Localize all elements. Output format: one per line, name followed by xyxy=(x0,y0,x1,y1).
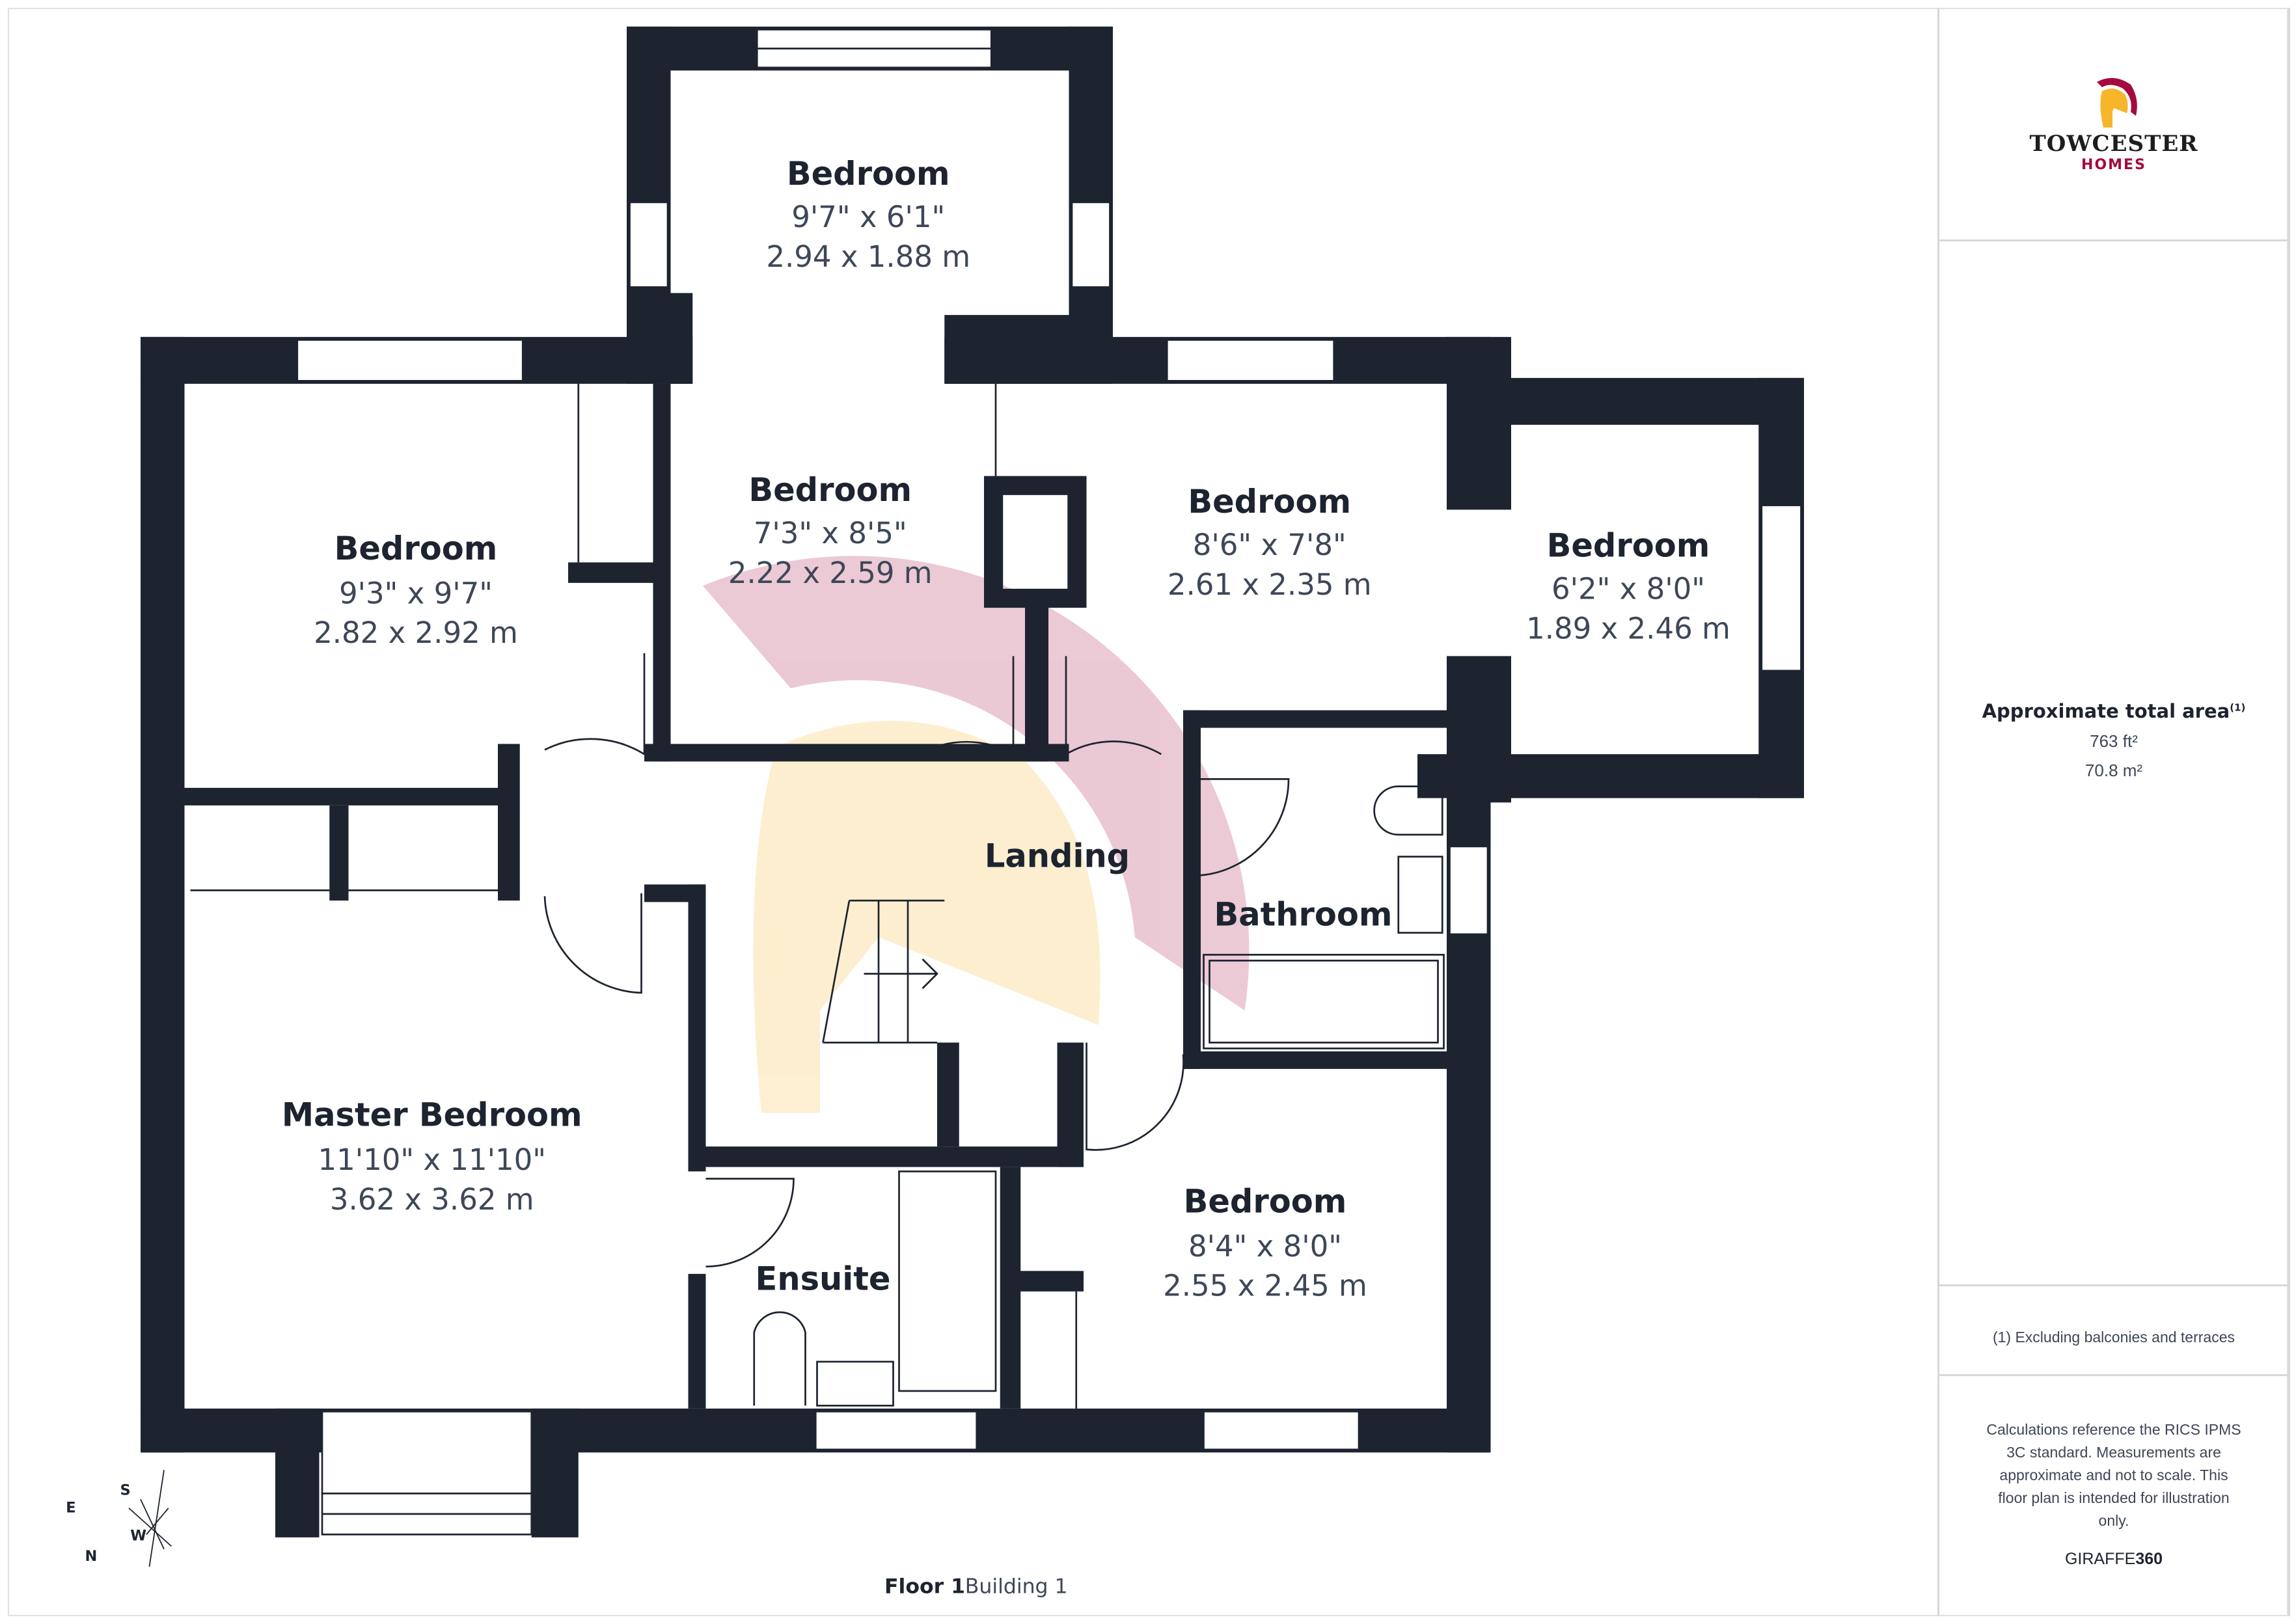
room-dim-imperial: 7'3" x 8'5" xyxy=(754,516,907,550)
room-dim-metric: 2.61 x 2.35 m xyxy=(1168,567,1372,602)
room-dim-metric: 2.82 x 2.92 m xyxy=(314,616,518,650)
compass-w: W xyxy=(130,1527,146,1544)
area-footnote-mark: (1) xyxy=(2230,701,2246,714)
provider-suffix: 360 xyxy=(2135,1550,2163,1568)
room-labels: Bedroom 9'7" x 6'1" 2.94 x 1.88 m Bedroo… xyxy=(282,155,1730,1303)
divider xyxy=(1939,1374,2288,1376)
area-imperial: 763 ft² xyxy=(2090,731,2138,751)
room-dim-imperial: 11'10" x 11'10" xyxy=(318,1143,546,1177)
compass-s: S xyxy=(120,1482,131,1499)
page-frame xyxy=(8,8,2288,1616)
compass-n: N xyxy=(85,1548,98,1565)
room-dim-imperial: 9'7" x 6'1" xyxy=(791,200,945,234)
divider xyxy=(1939,1284,2288,1286)
floor-label: Floor 1 xyxy=(884,1575,965,1598)
room-name: Bathroom xyxy=(1214,895,1392,933)
windows xyxy=(296,29,1802,1536)
room-name: Bedroom xyxy=(787,155,950,193)
compass-icon: S E W N xyxy=(66,1470,172,1567)
room-name: Bedroom xyxy=(748,471,912,509)
room-dim-imperial: 8'6" x 7'8" xyxy=(1193,528,1346,562)
room-dim-metric: 2.55 x 2.45 m xyxy=(1163,1269,1367,1303)
room-dim-imperial: 6'2" x 8'0" xyxy=(1551,572,1705,606)
disclaimer: Calculations reference the RICS IPMS 3C … xyxy=(1986,1421,2241,1529)
room-name: Bedroom xyxy=(1547,526,1710,564)
divider xyxy=(1939,239,2288,241)
footnote: (1) Excluding balconies and terraces xyxy=(1992,1329,2235,1346)
room-name: Landing xyxy=(985,837,1130,874)
room-dim-metric: 1.89 x 2.46 m xyxy=(1526,611,1730,645)
brand-name: TOWCESTER xyxy=(2029,131,2198,157)
provider-name: GIRAFFE xyxy=(2064,1550,2136,1568)
compass-e: E xyxy=(66,1500,75,1517)
room-name: Bedroom xyxy=(335,530,498,567)
room-dim-imperial: 8'4" x 8'0" xyxy=(1188,1229,1342,1264)
room-name: Ensuite xyxy=(756,1260,891,1298)
watermark-logo xyxy=(703,556,1250,1113)
room-name: Bedroom xyxy=(1188,483,1351,521)
area-section: Approximate total area(1) 763 ft² 70.8 m… xyxy=(1939,700,2288,781)
brand-logo: TOWCESTER HOMES xyxy=(1939,73,2288,173)
area-title: Approximate total area xyxy=(1982,700,2230,722)
room-name: Bedroom xyxy=(1184,1182,1347,1220)
area-metric: 70.8 m² xyxy=(2084,761,2143,780)
room-dim-metric: 2.94 x 1.88 m xyxy=(766,239,970,274)
provider-logo: GIRAFFE360 xyxy=(1939,1550,2288,1569)
brand-sub: HOMES xyxy=(2081,157,2146,173)
info-panel: TOWCESTER HOMES Approximate total area(1… xyxy=(1937,8,2290,1616)
room-dim-metric: 2.22 x 2.59 m xyxy=(728,556,933,590)
room-name: Master Bedroom xyxy=(282,1096,582,1134)
room-dim-imperial: 9'3" x 9'7" xyxy=(339,576,493,610)
doors-fixtures xyxy=(190,383,1445,1409)
building-label: Building 1 xyxy=(965,1575,1068,1598)
helmet-logo-icon xyxy=(2097,77,2137,128)
room-dim-metric: 3.62 x 3.62 m xyxy=(330,1182,534,1217)
